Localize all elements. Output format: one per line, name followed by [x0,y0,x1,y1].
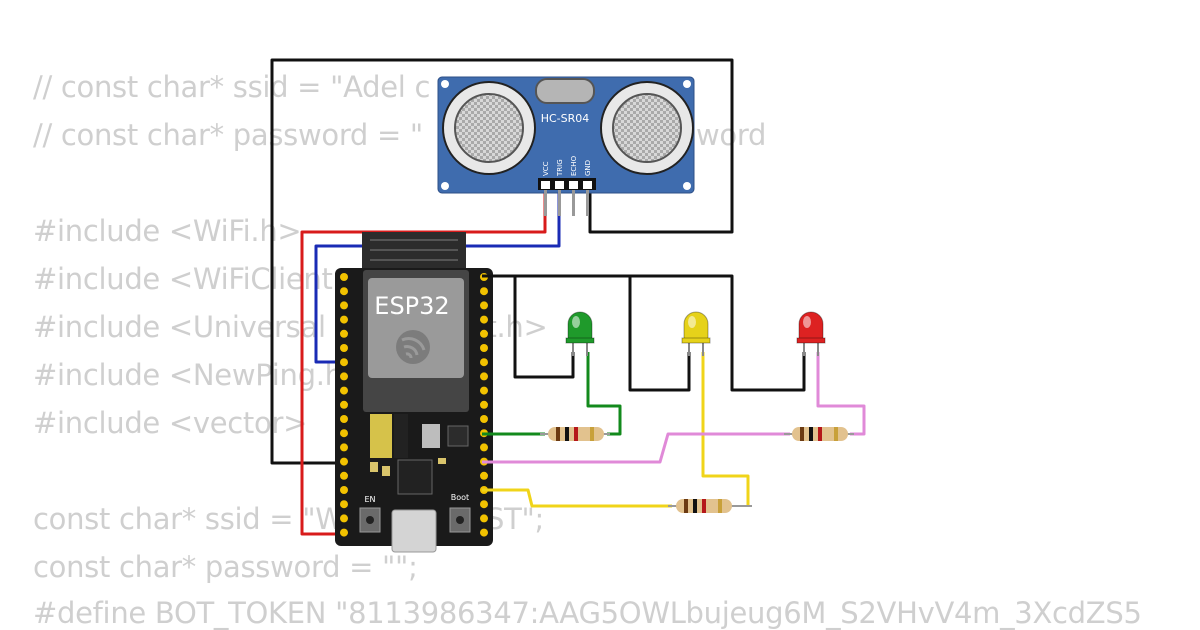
code-line: #include <vector> [33,406,308,440]
header-pin [480,287,488,296]
code-line: #include <Universal [33,310,326,344]
resistor-yellow [668,499,752,513]
wire-pink [816,352,866,436]
header-pin [340,514,348,523]
button-en-label: EN [364,495,375,504]
header-pin [480,514,488,523]
header-pin [480,386,488,395]
pin-header-left [340,273,348,537]
header-pin [340,358,348,367]
header-pin [340,386,348,395]
led-green [565,311,595,356]
header-pin [480,329,488,338]
code-line: // const char* ssid = "Adel c [33,70,431,104]
header-pin [340,471,348,480]
wire-green [586,352,622,436]
header-pin [480,443,488,452]
sensor-pin-label: TRIG [556,159,564,177]
header-pin [340,287,348,296]
wire-yellow-pin [482,488,672,508]
header-pin [480,528,488,537]
header-pin [480,315,488,324]
led-red [796,311,826,356]
header-pin [480,400,488,409]
header-pin [340,443,348,452]
resistor-green [540,427,610,441]
header-pin [480,372,488,381]
header-pin [340,400,348,409]
sensor-pin-label: ECHO [570,155,578,176]
code-fragment: ST"; [486,502,545,536]
header-pin [480,344,488,352]
header-pin [340,486,348,494]
header-pin [340,457,348,466]
code-line: #define BOT_TOKEN "8113986347:AAG5OWLbuj… [33,596,1142,630]
code-line: #include <WiFi.h> [33,214,302,248]
code-line: const char* ssid = "W [33,502,344,536]
wire-pink-pin [482,432,790,464]
code-line: #include <WiFiClient [33,262,333,296]
pin-header-right [480,273,488,537]
button-boot-label: Boot [451,493,469,502]
header-pin [340,372,348,381]
code-line: #include <NewPing.h [33,358,343,392]
header-pin [480,471,488,480]
wire-gnd-bus [482,274,806,392]
led-yellow [681,311,711,356]
led-group [565,311,826,356]
sensor-pin-label: VCC [542,161,550,176]
wire-trig [314,192,561,364]
header-pin [340,500,348,509]
header-pin [340,344,348,352]
wire-yellow [701,352,750,506]
header-pin [340,329,348,338]
header-pin [340,273,348,281]
header-pin [480,415,488,423]
code-line: // const char* password = " [33,118,423,152]
code-line: const char* password = ""; [33,550,418,584]
header-pin [480,301,488,310]
ultrasonic-sensor: HC-SR04 VCC TRIG ECHO GND [437,76,695,216]
resistor-red [784,427,854,441]
wire-gnd-loop [270,58,734,465]
wire-vcc [300,192,547,536]
header-pin [340,429,348,438]
header-pin [480,500,488,509]
header-pin [340,315,348,324]
header-pin [480,358,488,367]
espressif-logo-icon [396,330,430,364]
board-label: ESP32 [374,292,449,320]
wire-gnd-yellow [628,276,691,392]
header-pin [340,415,348,423]
header-pin [340,528,348,537]
header-pin [340,301,348,310]
sensor-pin-label: GND [584,160,592,176]
sensor-label: HC-SR04 [541,112,590,125]
wire-gnd-green [513,276,575,379]
esp32-board: ESP32 EN Boot [335,232,493,553]
